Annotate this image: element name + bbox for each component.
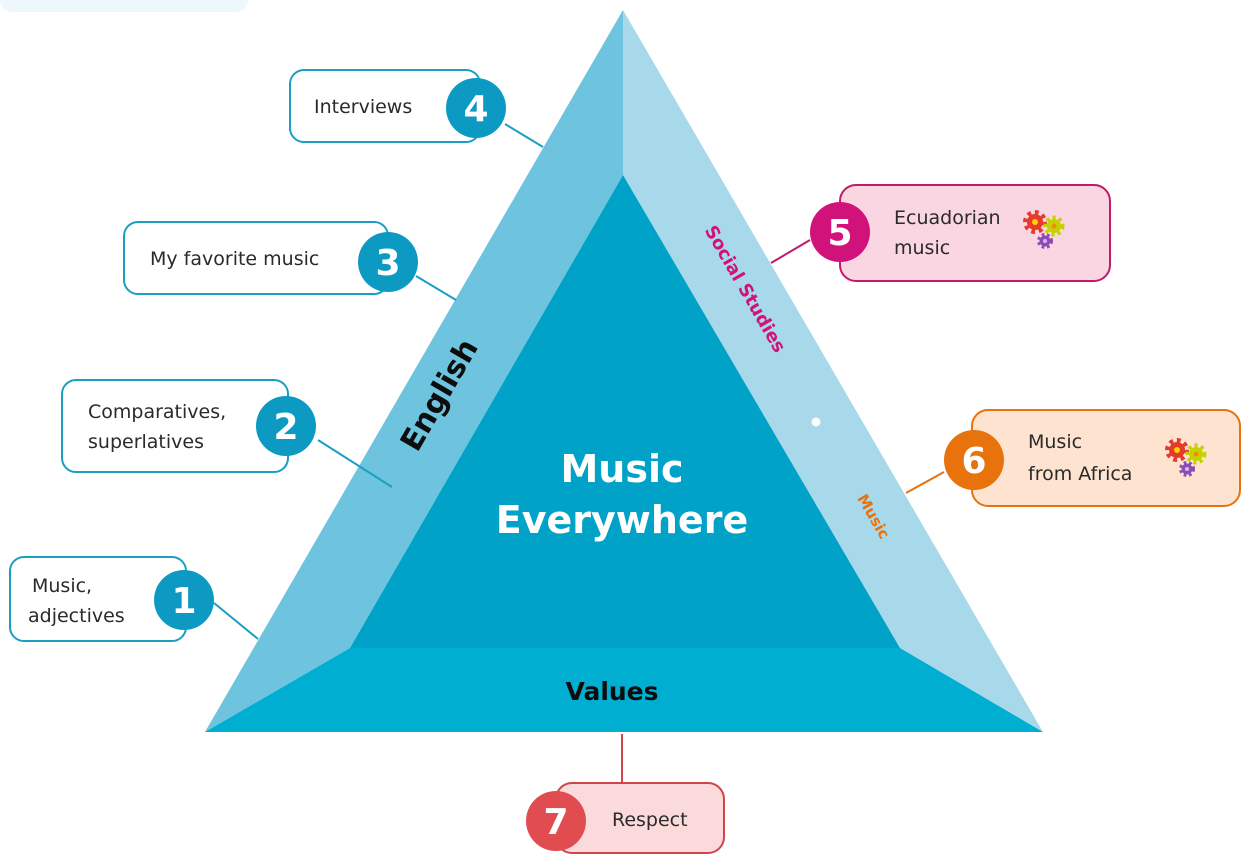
topic-label-line1: Music, — [32, 575, 92, 597]
connector-6 — [905, 471, 945, 494]
topic-label-line1: Comparatives, — [88, 401, 226, 423]
topic-number: 7 — [543, 802, 568, 843]
topic-label-line1: My favorite music — [150, 248, 319, 270]
topic-number-badge — [256, 396, 316, 456]
center-title-line2: Everywhere — [496, 498, 748, 542]
topic-number-badge — [526, 791, 586, 851]
topic-label-line1: Interviews — [314, 96, 412, 118]
connector-4 — [504, 123, 544, 148]
topic-card-2: Comparatives, superlatives 2 — [61, 379, 316, 473]
topic-number: 3 — [375, 243, 400, 284]
triangle — [205, 10, 1043, 732]
values-side-label: Values — [565, 677, 658, 706]
topic-number-badge — [154, 570, 214, 630]
header-strip — [0, 0, 248, 12]
topic-label-line1: Music — [1028, 431, 1082, 453]
triangle-left-face — [205, 10, 623, 732]
connector-2 — [317, 439, 393, 488]
topic-number: 6 — [961, 441, 986, 482]
topic-card-1: Music, adjectives 1 — [9, 556, 214, 642]
topic-card-6: Music from Africa 6 — [944, 409, 1241, 507]
topic-number: 4 — [463, 89, 488, 130]
topic-number: 5 — [827, 213, 852, 254]
triangle-bottom-face — [205, 648, 1043, 732]
topic-card-5: Ecuadorian music 5 — [810, 184, 1111, 282]
center-title-line1: Music — [560, 447, 683, 491]
decorative-dot — [811, 417, 821, 427]
topic-card-4: Interviews 4 — [289, 69, 506, 143]
topic-card-7: Respect 7 — [526, 782, 725, 854]
connector-1 — [213, 602, 259, 640]
topic-label-line2: from Africa — [1028, 463, 1132, 485]
topic-number-badge — [810, 202, 870, 262]
topic-box — [61, 379, 289, 473]
topic-number: 1 — [171, 581, 196, 622]
topic-card-3: My favorite music 3 — [123, 221, 418, 295]
connector-3 — [415, 275, 457, 301]
topic-number: 2 — [273, 407, 298, 448]
topic-number-badge — [944, 430, 1004, 490]
triangle-center-face — [350, 175, 900, 648]
topic-number-badge — [358, 232, 418, 292]
topic-number-badge — [446, 78, 506, 138]
triangle-right-face — [623, 10, 1043, 732]
topic-label-line2: music — [894, 237, 950, 259]
topic-box — [839, 184, 1111, 282]
topic-label-line2: adjectives — [28, 605, 125, 627]
topic-label-line1: Respect — [612, 809, 688, 831]
topic-label-line1: Ecuadorian — [894, 207, 1001, 229]
gears-icon — [1165, 438, 1207, 477]
topic-label-line2: superlatives — [88, 431, 204, 453]
connector-5 — [770, 239, 811, 264]
gears-icon — [1023, 210, 1065, 249]
